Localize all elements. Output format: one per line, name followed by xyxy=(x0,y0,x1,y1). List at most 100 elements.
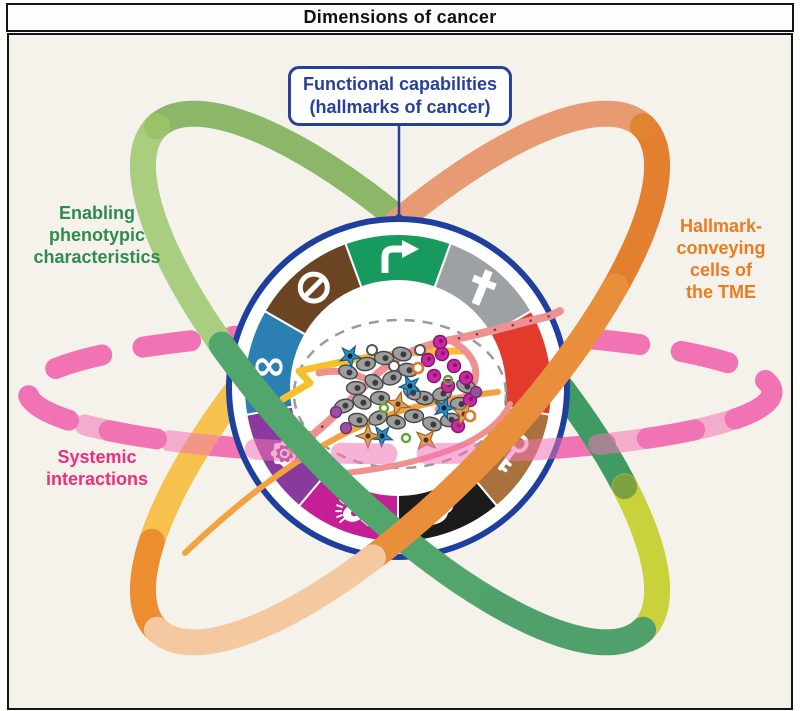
fibroblast-nucleus xyxy=(365,433,371,439)
curved-arrow-icon xyxy=(381,245,403,273)
no-entry-icon xyxy=(302,276,326,299)
orange-orbit-back-arc xyxy=(130,528,170,643)
tumor-cell-nucleus xyxy=(394,419,401,426)
cross-icon xyxy=(471,269,497,306)
tumor-cell xyxy=(352,394,372,410)
dendritic-cell-nucleus xyxy=(347,353,353,359)
tumor-cell-nucleus xyxy=(378,395,385,401)
green-orbit-front-arc xyxy=(479,588,657,656)
green-orbit-back-arc xyxy=(143,100,418,237)
green-orbit-joint xyxy=(612,474,638,500)
lash-cell-icon xyxy=(336,504,343,508)
label-line: interactions xyxy=(45,468,149,489)
tumor-cell-nucleus xyxy=(458,401,465,408)
tumor-cell-nucleus xyxy=(412,413,419,419)
label-line: characteristics xyxy=(33,246,161,267)
tumor-cell xyxy=(355,356,377,372)
tumor-cell xyxy=(382,370,402,386)
tumor-cell-nucleus xyxy=(372,379,379,386)
cross-icon xyxy=(471,269,493,306)
purple-cell xyxy=(469,385,483,399)
green-ring-cell xyxy=(442,374,454,386)
callout-connector-dot xyxy=(395,214,403,222)
wheel-segment-sustaining-proliferative-signaling xyxy=(344,233,452,289)
fibroblast-nucleus xyxy=(423,437,429,443)
tumor-cell-nucleus xyxy=(400,351,407,358)
immune-cell-nucleus xyxy=(469,397,473,401)
orange-orbit-front-arc xyxy=(602,113,670,300)
tumor-microenvironment-cluster xyxy=(182,307,564,556)
tumor-cell-nucleus xyxy=(406,367,413,374)
tumor-cell xyxy=(364,373,384,391)
tumor-cell-nucleus xyxy=(390,374,397,381)
cross-icon xyxy=(471,269,497,306)
tumor-cell-nucleus xyxy=(360,399,367,406)
label-line: Hallmark- xyxy=(679,216,763,236)
immune-cell-nucleus xyxy=(433,373,437,377)
label-systemic-interactions: Systemic interactions xyxy=(14,447,180,491)
systemic-orbit-front-dashes xyxy=(61,410,739,465)
nerve-fiber xyxy=(182,389,501,556)
tumor-cell xyxy=(347,412,369,428)
tumor-cell-nucleus xyxy=(354,385,361,391)
immune-cell-nucleus xyxy=(465,375,469,379)
tumor-cell-nucleus xyxy=(422,395,429,402)
green-orbit-joint xyxy=(143,113,170,140)
dendritic-cell-nucleus xyxy=(407,383,413,389)
cross-icon xyxy=(471,274,497,291)
label-enabling-phenotypic-characteristics: Enabling phenotypic characteristics xyxy=(6,203,188,269)
green-orbit-front-arc xyxy=(129,113,235,358)
immune-cell-nucleus xyxy=(453,363,457,367)
vessel-specks xyxy=(291,310,561,451)
green-ring-cell xyxy=(400,432,412,444)
lash-cell-icon xyxy=(336,514,343,518)
page-title: Dimensions of cancer xyxy=(303,7,497,27)
orange-orbit-front xyxy=(143,113,670,656)
green-orbit-back-arc xyxy=(611,473,671,643)
dendritic-cell-nucleus xyxy=(441,405,447,411)
purple-cell xyxy=(339,421,353,435)
tumor-cell xyxy=(368,410,388,426)
curved-arrow-icon xyxy=(402,240,419,258)
tumor-cell xyxy=(391,346,413,362)
orange-orbit-joint xyxy=(144,617,169,642)
orange-orbit-joint xyxy=(630,113,657,140)
tumor-cell xyxy=(345,380,367,396)
tumor-cell-nucleus xyxy=(430,421,437,428)
purple-cell xyxy=(329,405,343,419)
lash-cell-icon xyxy=(339,517,346,524)
green-ring-cell xyxy=(378,402,390,414)
label-line: the TME xyxy=(686,281,756,302)
fibroblast-nucleus xyxy=(395,401,401,407)
immune-cell-nucleus xyxy=(427,357,431,361)
label-line: Enabling xyxy=(59,203,135,223)
tumor-cell xyxy=(373,350,395,366)
orange-orbit-front-arc xyxy=(143,544,386,656)
dendritic-cell-nucleus xyxy=(379,433,385,439)
title-bar: Dimensions of cancer xyxy=(6,3,794,32)
orange-orbit-front-arc xyxy=(359,273,629,571)
callout-line: Functional capabilities xyxy=(302,74,498,94)
curved-arrow-icon xyxy=(381,240,419,273)
white-ring-cell xyxy=(414,344,426,356)
label-line: phenotypic xyxy=(48,224,145,245)
tumor-cell-nucleus xyxy=(364,360,371,367)
orange-ring-cell xyxy=(463,409,477,423)
tumor-cell xyxy=(385,414,407,430)
key-icon xyxy=(503,459,512,467)
tumor-cell-nucleus xyxy=(342,402,349,409)
no-entry-icon xyxy=(297,271,330,304)
tumor-cell xyxy=(369,390,391,406)
label-line: conveying xyxy=(676,237,766,258)
tumor-cell xyxy=(422,416,442,432)
label-hallmark-conveying-cells: Hallmark- conveying cells of the TME xyxy=(648,216,794,304)
label-line: Systemic xyxy=(57,447,137,467)
tumor-cell xyxy=(338,364,358,380)
functional-capabilities-callout: Functional capabilities (hallmarks of ca… xyxy=(287,66,513,126)
callout-line: (hallmarks of cancer) xyxy=(309,96,491,117)
tumor-cell-nucleus xyxy=(356,417,363,424)
no-entry-icon xyxy=(297,271,330,304)
tumor-cell-nucleus xyxy=(376,414,383,421)
tumor-cell-nucleus xyxy=(382,355,389,362)
orange-orbit-back-arc xyxy=(369,100,657,248)
